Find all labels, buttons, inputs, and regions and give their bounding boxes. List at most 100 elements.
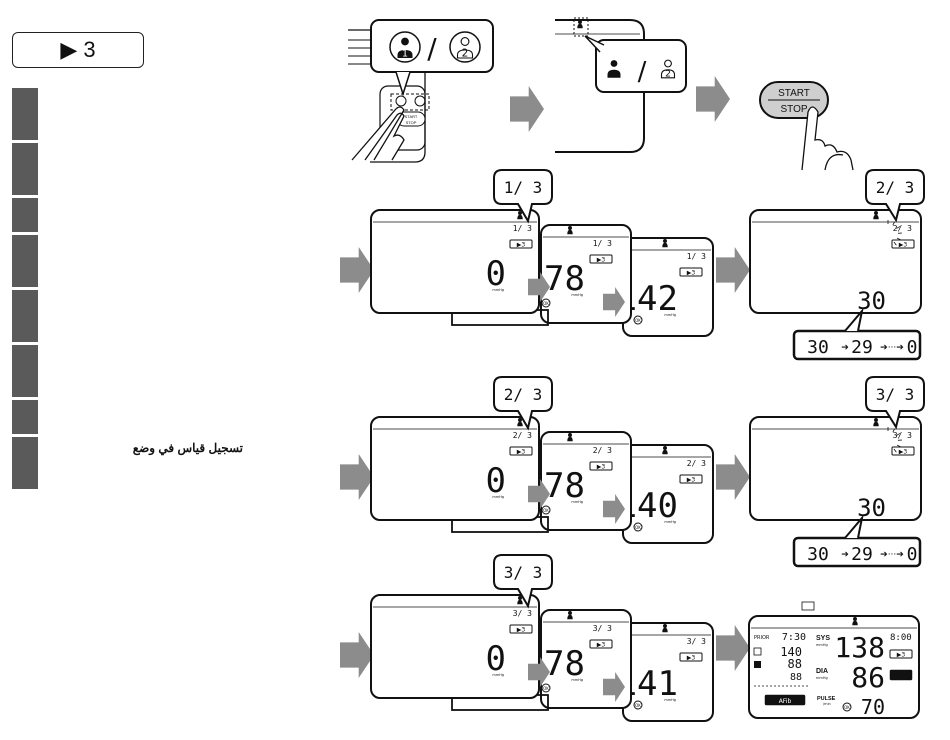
bubble-text: 1/ 3 <box>504 178 543 197</box>
blink-ray <box>893 241 897 246</box>
person-icon <box>873 211 879 220</box>
chapter-tab[interactable] <box>12 143 38 198</box>
lcd-screen-wait: 3/ 3▶330 <box>749 416 922 522</box>
slash-text: / <box>427 32 437 65</box>
bubble-text: 2/ 3 <box>876 178 915 197</box>
person-icon <box>567 433 573 442</box>
ok-label: OK <box>635 525 641 530</box>
person-icon <box>662 624 668 633</box>
mode-box <box>509 446 533 456</box>
user-number: 1 <box>402 49 408 60</box>
body-shape <box>577 23 583 29</box>
user-number: 2 <box>462 48 469 60</box>
reading-value: 0 <box>486 639 506 679</box>
sys-value: 138 <box>834 631 885 664</box>
chapter-tab[interactable] <box>12 290 38 345</box>
body-shape <box>873 421 879 427</box>
screen-frame <box>370 209 540 314</box>
mode-box <box>891 446 915 456</box>
unit-label: mmHg <box>571 500 583 504</box>
chapter-tabs <box>12 88 38 492</box>
screen-frame <box>749 209 922 314</box>
mode-box <box>889 649 913 659</box>
body-shape <box>660 69 676 79</box>
unit-label: mmHg <box>816 676 828 680</box>
ok-icon <box>633 522 643 532</box>
measurement-counter: 2/ 3 <box>513 431 532 440</box>
head-shape <box>578 20 582 24</box>
bubble-outline <box>493 376 553 431</box>
countdown-tail <box>844 307 864 332</box>
afib-box <box>764 694 806 706</box>
measurement-counter: 3/ 3 <box>893 431 912 440</box>
head-shape <box>663 446 667 450</box>
countdown-next: 29 <box>851 544 873 565</box>
counter-callout: 2/ 3 <box>493 376 553 431</box>
ok-icon <box>633 315 643 325</box>
body-shape <box>662 627 668 633</box>
mode-box <box>589 639 613 649</box>
counter-callout: 3/ 3 <box>493 554 553 609</box>
screen-frame <box>370 416 540 521</box>
counter-callout: 2/ 3 <box>865 169 925 223</box>
measurement-counter: 2/ 3 <box>593 446 612 455</box>
mode-label: ▶3 <box>899 449 908 456</box>
step-arrow <box>716 625 750 671</box>
unit-label: mmHg <box>816 643 828 647</box>
reading-value: 78 <box>544 644 585 684</box>
blink-ray <box>896 237 901 241</box>
body-shape <box>456 49 474 59</box>
chapter-tab[interactable] <box>12 400 38 437</box>
blink-ray <box>896 444 901 448</box>
reading-value: 78 <box>544 259 585 299</box>
countdown-box: 30➔29➔···➔0 <box>792 514 922 568</box>
chapter-tab[interactable] <box>12 88 38 143</box>
sys-label: SYS <box>816 635 830 642</box>
user2-icon: 2 <box>660 59 676 80</box>
head-shape <box>853 617 857 621</box>
mode-small-icon <box>753 647 762 656</box>
ok-icon <box>633 700 643 710</box>
mode-label: ▶3 <box>597 464 606 471</box>
head-shape <box>401 37 409 46</box>
head-shape <box>518 418 522 422</box>
unit-label: mmHg <box>664 520 676 524</box>
head-shape <box>568 433 572 437</box>
head-shape <box>874 418 878 422</box>
chapter-tab[interactable] <box>12 235 38 290</box>
prior-time: 7:30 <box>782 632 806 643</box>
stop-label: STOP <box>406 120 417 125</box>
chapter-tab[interactable] <box>12 345 38 400</box>
bubble-text: 3/ 3 <box>504 563 543 582</box>
countdown-box: 30➔29➔···➔0 <box>792 307 922 361</box>
mode-label: ▶3 <box>517 242 526 249</box>
measurement-counter: 1/ 3 <box>513 224 532 233</box>
step-arrow <box>528 657 550 687</box>
screen-frame <box>370 594 540 699</box>
reading-value: 0 <box>486 461 506 501</box>
chapter-tab[interactable] <box>12 437 38 492</box>
user1-icon <box>607 60 621 78</box>
mode-box <box>589 254 613 264</box>
ok-icon <box>541 683 551 693</box>
prior-dia: 88 <box>788 657 802 671</box>
chapter-tab[interactable] <box>12 198 38 235</box>
measurement-counter: 3/ 3 <box>593 624 612 633</box>
slash-text: / <box>638 57 647 87</box>
screen-frame <box>748 615 920 719</box>
step-arrow <box>716 247 750 293</box>
screen-frame <box>749 416 922 521</box>
blink-ray <box>893 448 897 453</box>
step-arrow <box>603 494 625 524</box>
person-icon <box>662 239 668 248</box>
person-icon <box>517 596 523 605</box>
unit-label: mmHg <box>492 673 504 677</box>
body-shape <box>567 614 573 620</box>
head-shape <box>460 37 470 46</box>
afib-label: AFib <box>779 698 792 705</box>
mode-label: ▶3 <box>597 642 606 649</box>
pulse-label: PULSE <box>817 696 836 702</box>
